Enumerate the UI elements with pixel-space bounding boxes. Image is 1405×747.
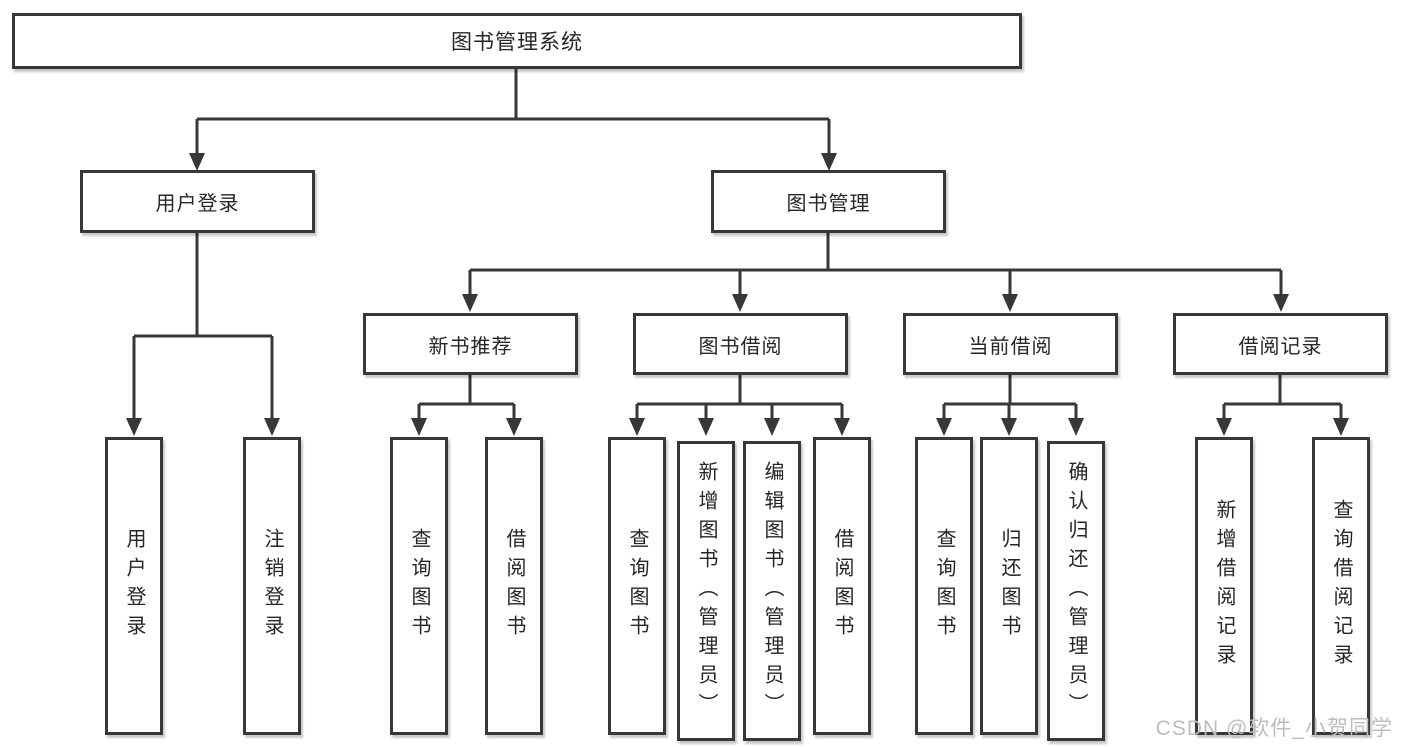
leaf-add-borrow-record: 新增借阅记录 xyxy=(1195,437,1253,735)
node-user-login: 用户登录 xyxy=(80,170,315,233)
node-book-management: 图书管理 xyxy=(711,170,946,233)
watermark-text: CSDN @软件_小贺同学 xyxy=(1155,717,1393,740)
connector-user-login-children xyxy=(126,233,280,436)
arrowhead-icon xyxy=(936,418,1084,436)
connector-book-borrowing-children xyxy=(629,375,850,436)
arrowhead-icon xyxy=(411,418,522,436)
leaf-logout: 注销登录 xyxy=(243,437,301,735)
arrowhead-icon xyxy=(126,418,280,436)
leaf-return-book: 归还图书 xyxy=(980,437,1038,735)
arrowhead-icon xyxy=(462,294,1289,312)
node-borrowing-records: 借阅记录 xyxy=(1173,313,1388,375)
arrowhead-icon xyxy=(189,153,837,171)
connector-book-management-children xyxy=(462,233,1289,312)
connector-current-borrowing-children xyxy=(936,375,1084,436)
leaf-borrow-books-borrowing: 借阅图书 xyxy=(813,437,871,735)
arrowhead-icon xyxy=(1216,418,1349,436)
connector-borrowing-records-children xyxy=(1216,375,1349,436)
leaf-query-books-borrowing: 查询图书 xyxy=(608,437,666,735)
node-new-book-recommendation: 新书推荐 xyxy=(363,313,578,375)
connector-root-to-level2 xyxy=(189,69,837,171)
connector-new-book-recommendation-children xyxy=(411,375,522,436)
node-root-library-system: 图书管理系统 xyxy=(12,13,1022,69)
node-current-borrowing: 当前借阅 xyxy=(903,313,1118,375)
leaf-add-book-admin: 新增图书（管理员） xyxy=(677,441,735,741)
leaf-query-books-recommend: 查询图书 xyxy=(390,437,448,735)
leaf-confirm-return-admin: 确认归还（管理员） xyxy=(1047,441,1105,741)
leaf-query-books-current: 查询图书 xyxy=(915,437,973,735)
leaf-edit-book-admin: 编辑图书（管理员） xyxy=(743,441,801,741)
node-book-borrowing: 图书借阅 xyxy=(633,313,848,375)
leaf-borrow-books-recommend: 借阅图书 xyxy=(485,437,543,735)
leaf-query-borrow-record: 查询借阅记录 xyxy=(1312,437,1370,735)
leaf-user-login: 用户登录 xyxy=(105,437,163,735)
arrowhead-icon xyxy=(629,418,850,436)
